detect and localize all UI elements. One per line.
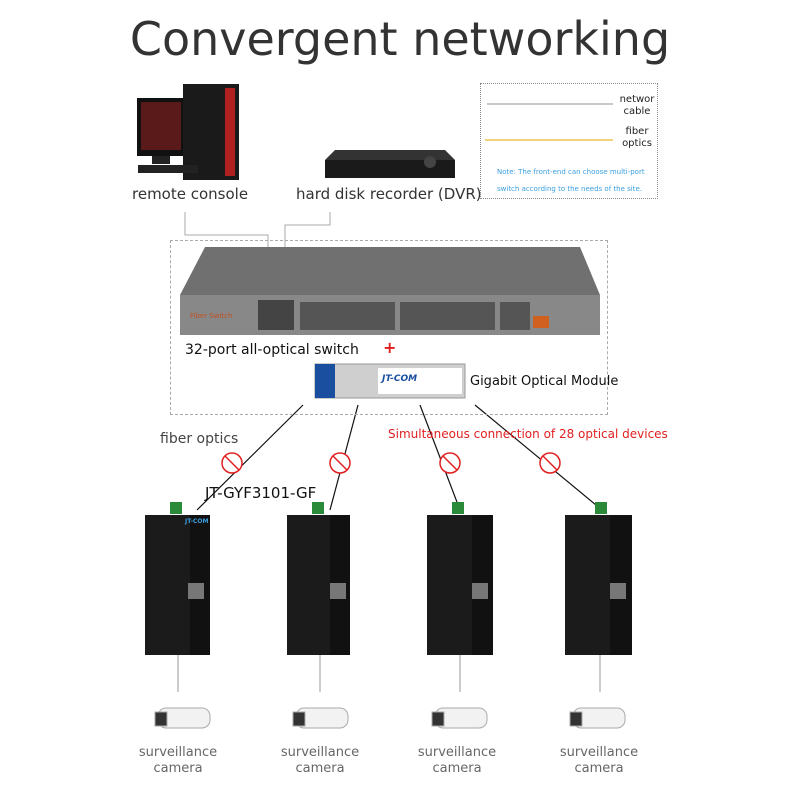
note-line2: switch according to the needs of the sit… <box>497 185 642 193</box>
note-line1: Note: The front-end can choose multi-por… <box>497 168 645 176</box>
sfp-module-icon <box>314 363 466 399</box>
camera-icons <box>154 707 626 729</box>
dvr-label: hard disk recorder (DVR) <box>296 185 482 203</box>
media-converter-icons <box>145 502 632 655</box>
camera-label-line2: camera <box>574 761 624 776</box>
legend-cable-swatch <box>487 103 613 105</box>
fiber-optics-label: fiber optics <box>160 431 239 447</box>
page-title: Convergent networking <box>129 12 671 66</box>
device-brand: JT-COM <box>185 518 209 525</box>
switch-label: 32-port all-optical switch <box>185 342 359 358</box>
connection-note: Simultaneous connection of 28 optical de… <box>388 427 668 441</box>
plus-sign: + <box>383 338 397 357</box>
camera-label-line1: surveillance <box>559 745 639 760</box>
camera-label-line1: surveillance <box>417 745 497 760</box>
dvr-icon <box>325 150 455 178</box>
desktop-pc-icon <box>137 84 239 180</box>
camera-label-line1: surveillance <box>138 745 218 760</box>
remote-console-label: remote console <box>132 185 249 203</box>
camera-label-line2: camera <box>432 761 482 776</box>
camera-cables <box>177 655 601 692</box>
camera-label-line1: surveillance <box>280 745 360 760</box>
legend-cable-line2: cable <box>623 106 651 117</box>
fiber-switch-icon <box>180 247 600 335</box>
no-entry-icons <box>221 452 561 474</box>
module-label: Gigabit Optical Module <box>470 374 619 389</box>
camera-label-line2: camera <box>153 761 203 776</box>
legend-note: Note: The front-end can choose multi-por… <box>497 164 645 198</box>
legend-fiber-line2: optics <box>622 138 652 149</box>
module-brand: JT-COM <box>382 374 418 384</box>
legend-fiber-swatch <box>485 139 613 141</box>
legend-cable-line1: networ <box>619 94 655 105</box>
model-label: JT-GYF3101-GF <box>205 484 317 502</box>
camera-label-line2: camera <box>295 761 345 776</box>
fiber-lines <box>196 404 603 511</box>
switch-group-box <box>170 240 608 415</box>
legend-fiber-line1: fiber <box>625 126 649 137</box>
switch-panel-text: Fiber Switch <box>190 312 233 320</box>
